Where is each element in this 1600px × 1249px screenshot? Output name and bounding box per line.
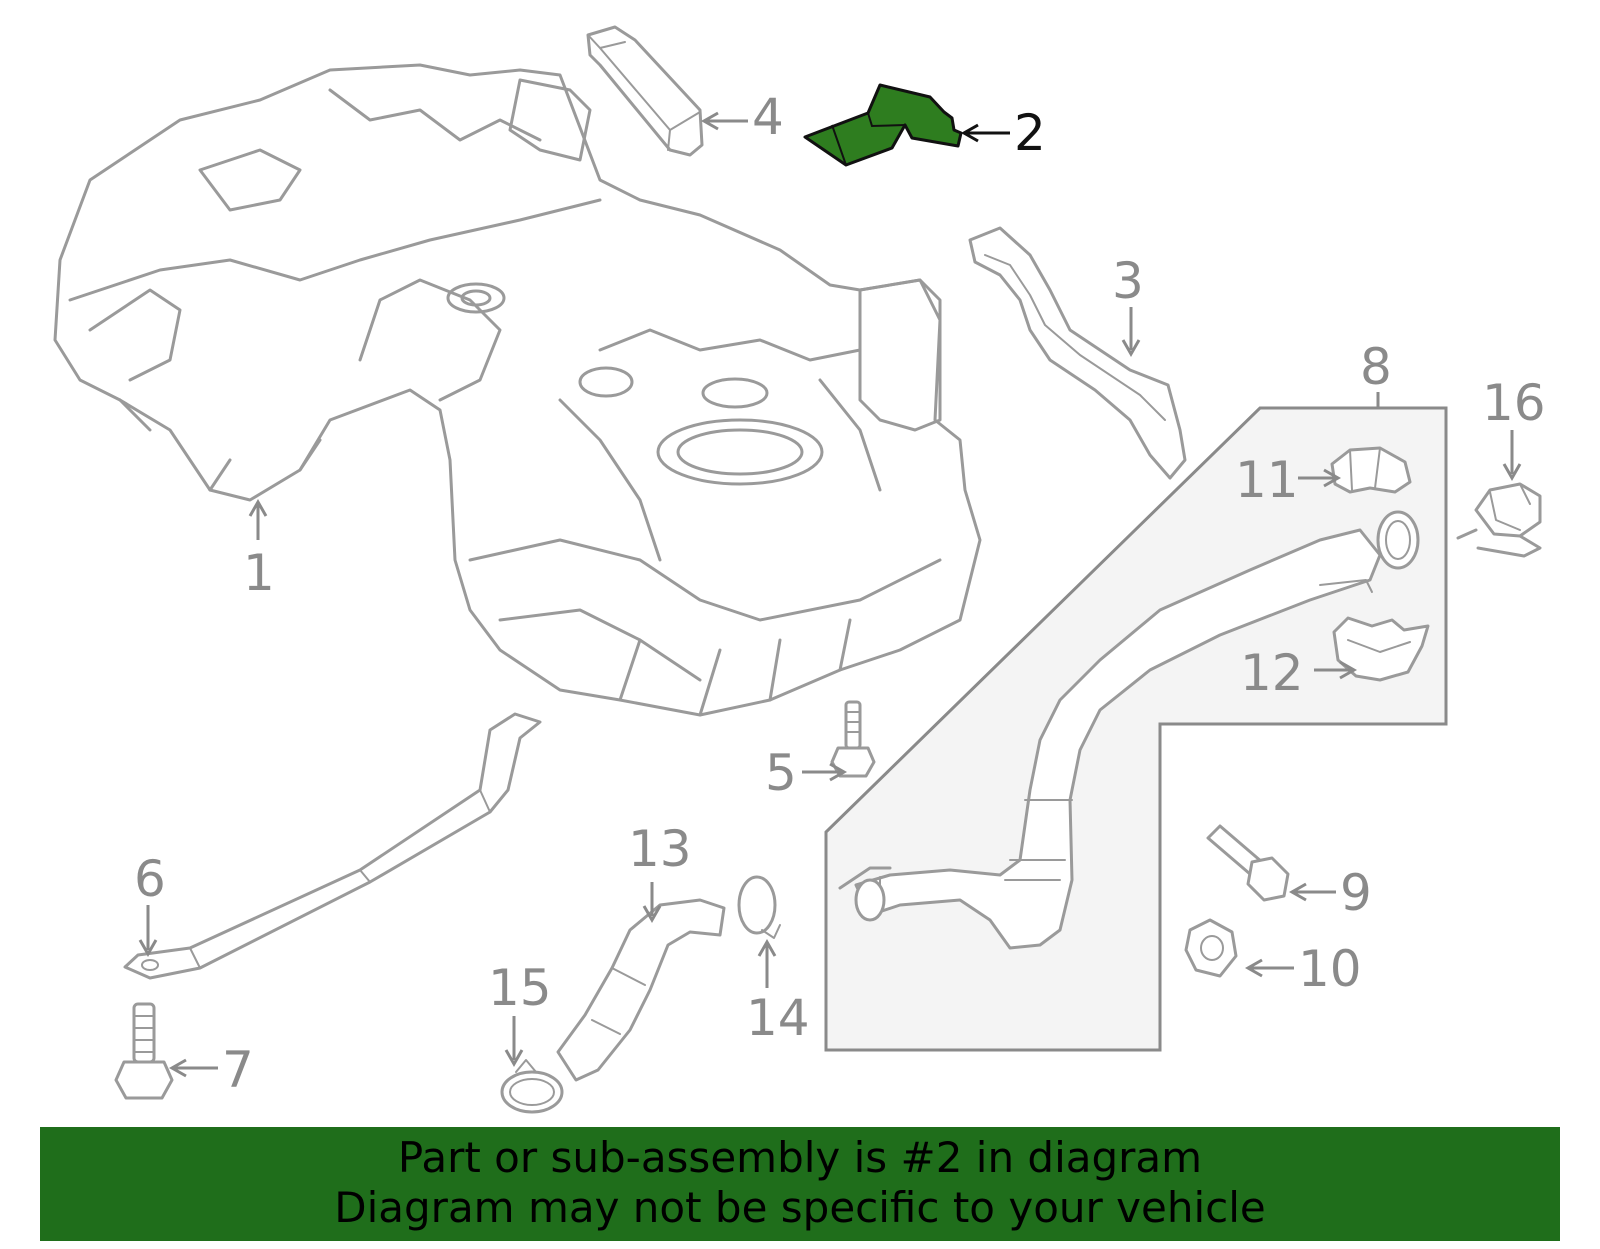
clamp-part-15[interactable]: [500, 1059, 564, 1114]
leader-4: [700, 111, 748, 131]
callout-9: 9: [1340, 864, 1372, 922]
banner-line-selected-part: Part or sub-assembly is #2 in diagram: [397, 1133, 1203, 1182]
block-part-4[interactable]: [586, 25, 704, 157]
callout-7: 7: [222, 1041, 254, 1099]
callout-2: 2: [1014, 104, 1046, 162]
leader-12: [1314, 660, 1358, 680]
leader-15: [504, 1016, 524, 1068]
clamp-part-14[interactable]: [737, 875, 781, 939]
leader-7: [168, 1058, 218, 1078]
callout-8: 8: [1360, 338, 1392, 396]
strap-part-6[interactable]: [123, 712, 542, 980]
callout-6: 6: [134, 850, 166, 908]
leader-10: [1244, 958, 1294, 978]
callout-12: 12: [1240, 644, 1304, 702]
callout-11: 11: [1235, 451, 1299, 509]
leader-1: [248, 498, 268, 540]
leader-11: [1298, 468, 1342, 488]
leader-16: [1502, 430, 1522, 482]
bolt-part-7[interactable]: [114, 1002, 174, 1100]
leader-2: [960, 123, 1010, 143]
leader-3: [1121, 307, 1141, 358]
info-banner: Part or sub-assembly is #2 in diagram Di…: [40, 1127, 1560, 1241]
callout-16: 16: [1482, 374, 1546, 432]
callout-15: 15: [488, 959, 552, 1017]
callout-14: 14: [746, 989, 810, 1047]
callout-4: 4: [752, 88, 784, 146]
callout-13: 13: [628, 820, 692, 878]
bolt-part-5[interactable]: [830, 700, 876, 778]
nut-part-10[interactable]: [1184, 918, 1238, 978]
fuel-cap-part-16[interactable]: [1456, 482, 1542, 558]
callout-5: 5: [765, 744, 797, 802]
callout-10: 10: [1298, 940, 1362, 998]
heat-shield-part-2[interactable]: [803, 83, 963, 167]
bolt-part-9[interactable]: [1206, 824, 1290, 902]
callout-3: 3: [1112, 252, 1144, 310]
callout-1: 1: [243, 544, 275, 602]
cover-part-12[interactable]: [1332, 616, 1430, 682]
fuel-tank-part-1[interactable]: [53, 63, 982, 717]
hose-part-13[interactable]: [556, 898, 726, 1082]
leader-14: [757, 938, 777, 988]
banner-line-disclaimer: Diagram may not be specific to your vehi…: [334, 1183, 1266, 1232]
leader-9: [1288, 882, 1336, 902]
filler-pipe-part-8[interactable]: [838, 510, 1420, 950]
leader-13: [642, 882, 662, 924]
clip-part-11[interactable]: [1330, 446, 1412, 494]
leader-6: [138, 905, 158, 958]
leader-5: [802, 762, 848, 782]
bracket-part-3[interactable]: [968, 226, 1187, 480]
